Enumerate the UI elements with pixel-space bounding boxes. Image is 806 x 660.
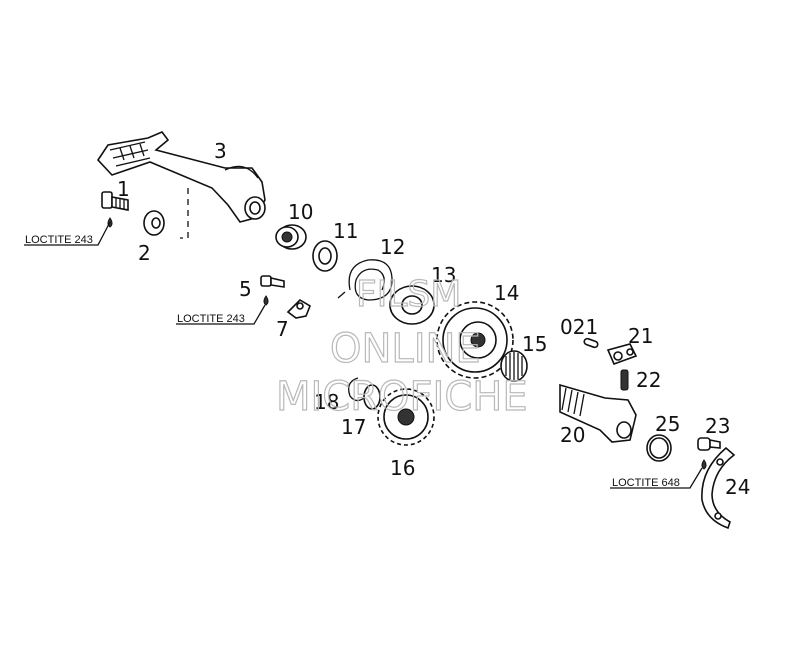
seal-11 bbox=[312, 240, 338, 272]
stopper-21 bbox=[606, 343, 638, 366]
pin-021 bbox=[583, 337, 599, 349]
callout-18: 18 bbox=[314, 390, 339, 414]
callout-12: 12 bbox=[380, 235, 405, 259]
callout-21: 21 bbox=[628, 324, 653, 348]
callout-23: 23 bbox=[705, 414, 730, 438]
spring-12 bbox=[337, 259, 393, 301]
guide-plate-24 bbox=[701, 446, 736, 530]
callout-20: 20 bbox=[560, 423, 585, 447]
oring-25 bbox=[646, 434, 672, 462]
screw-23 bbox=[697, 437, 721, 470]
loctite-2-leader bbox=[176, 304, 266, 325]
watermark-line-1: FILSM bbox=[356, 274, 461, 315]
watermark-line-2: ONLINE bbox=[330, 326, 481, 372]
callout-16: 16 bbox=[390, 456, 415, 480]
watermark-line-3: MICROFICHE bbox=[276, 374, 528, 420]
bracket-7 bbox=[286, 298, 311, 319]
callout-25: 25 bbox=[655, 412, 680, 436]
loctite-label-3: LOCTITE 648 bbox=[612, 477, 680, 489]
callout-22: 22 bbox=[636, 368, 661, 392]
callout-17: 17 bbox=[341, 415, 366, 439]
circlip-18 bbox=[347, 377, 365, 402]
callout-10: 10 bbox=[288, 200, 313, 224]
callout-14: 14 bbox=[494, 281, 519, 305]
callout-15: 15 bbox=[522, 332, 547, 356]
kick-shaft-20 bbox=[559, 383, 637, 443]
loctite-3-leader bbox=[610, 467, 703, 489]
gear-14 bbox=[436, 301, 514, 379]
callout-13: 13 bbox=[431, 263, 456, 287]
gear-16 bbox=[377, 388, 435, 446]
shim-17 bbox=[363, 384, 381, 410]
bolt-5 bbox=[260, 275, 285, 306]
callout-021: 021 bbox=[560, 315, 598, 339]
loctite-label-1: LOCTITE 243 bbox=[25, 234, 93, 246]
callout-7: 7 bbox=[276, 317, 289, 341]
washer-2 bbox=[143, 210, 165, 236]
bushing-10 bbox=[275, 224, 307, 250]
callout-2: 2 bbox=[138, 241, 151, 265]
callout-24: 24 bbox=[725, 475, 750, 499]
loctite-label-2: LOCTITE 243 bbox=[177, 313, 245, 325]
loctite-1-leader bbox=[24, 221, 111, 246]
washer-13 bbox=[389, 285, 435, 325]
callout-5: 5 bbox=[239, 277, 252, 301]
callout-11: 11 bbox=[333, 219, 358, 243]
bearing-15 bbox=[500, 350, 528, 382]
callout-3: 3 bbox=[214, 139, 227, 163]
spring-22 bbox=[620, 369, 629, 391]
callout-1: 1 bbox=[117, 177, 130, 201]
kick-lever bbox=[96, 131, 266, 239]
